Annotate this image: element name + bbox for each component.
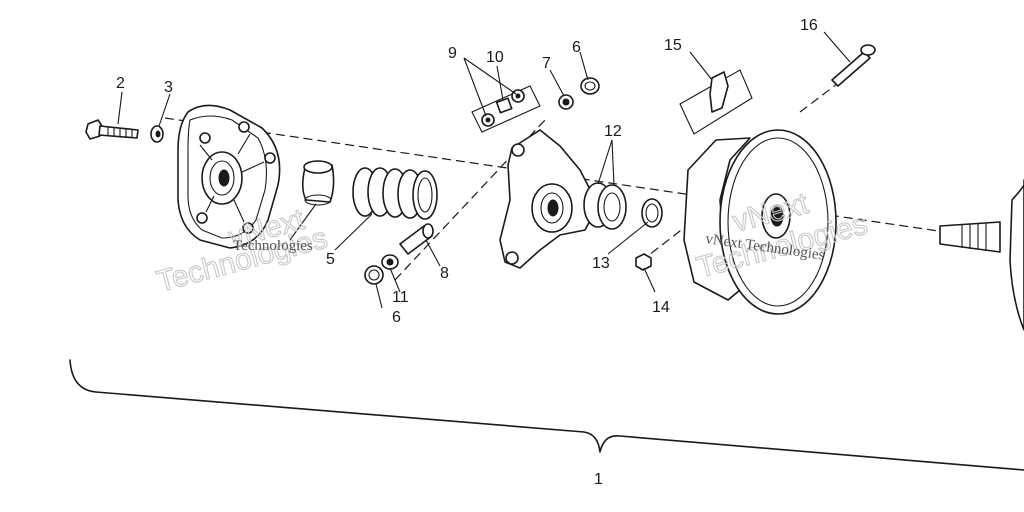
callout-2: 2 [116,75,125,92]
part-4-bushing [301,160,335,206]
part-2-bolt [85,119,139,140]
part-7-nut [558,94,574,110]
part-13-bushing [641,198,663,228]
part-14-nut [635,253,652,271]
callout-6-upper: 6 [572,39,581,56]
callout-11: 11 [392,289,409,306]
callout-12: 12 [604,123,622,140]
part-16-bolt [831,44,876,87]
callout-10: 10 [486,49,504,66]
callout-14: 14 [652,299,670,316]
part-12-rollers [583,182,627,230]
watermark-small-left: Technologies [233,238,313,254]
part-9-10-group [471,85,541,133]
callout-5: 5 [326,251,335,268]
part-sheave [683,129,837,315]
callout-3: 3 [164,79,173,96]
part-11-nut [381,254,399,270]
part-8-pin [399,223,434,255]
callout-13: 13 [592,255,610,272]
callout-16: 16 [800,17,818,34]
part-shaft [939,179,1024,331]
callout-6-lower: 6 [392,309,401,326]
callouts: 2 3 5 9 10 7 6 12 15 16 8 11 6 13 14 1 [116,17,818,488]
part-3-washer [150,125,164,143]
callout-8: 8 [440,265,449,282]
part-5-spring [352,167,438,220]
assembly-bracket [69,359,1024,471]
part-cover-plate [177,104,281,249]
callout-7: 7 [542,55,551,72]
part-6-roller-lower [364,265,384,285]
part-6-roller-upper [580,77,600,95]
part-spider [499,129,599,269]
callout-1: 1 [594,471,603,488]
callout-9: 9 [448,45,457,62]
part-15-weight-group [679,69,753,135]
callout-15: 15 [664,37,682,54]
leader-lines [117,31,851,309]
